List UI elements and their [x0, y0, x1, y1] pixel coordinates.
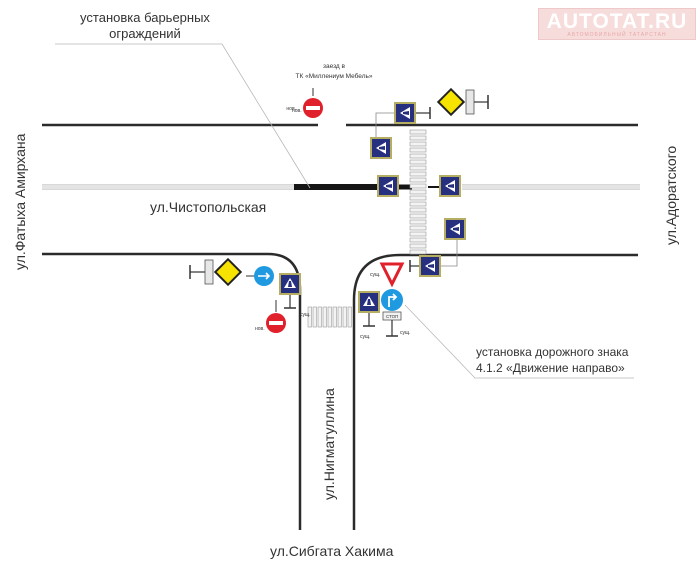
pedestrian-crossing-signs — [279, 102, 466, 327]
crosswalk-vertical — [409, 129, 427, 255]
crosswalk-stripe — [307, 306, 312, 328]
ped-sign-se — [358, 291, 380, 313]
no-entry-sign-west — [266, 300, 286, 333]
svg-text:СТОП: СТОП — [386, 314, 398, 319]
south-east-corner — [352, 253, 638, 530]
crosswalk-stripe — [347, 306, 352, 328]
crosswalk-stripe — [409, 129, 427, 135]
road-edges — [42, 123, 640, 530]
logo-subtitle: автомобильный татарстан — [567, 32, 667, 38]
crosswalk-stripe — [409, 189, 427, 195]
mandatory-direction-sign-west — [246, 266, 274, 286]
ped-sign-ne-1 — [394, 102, 416, 124]
crosswalk-stripe — [409, 177, 427, 183]
crosswalk-stripe — [409, 135, 427, 141]
autotat-logo: AUTOTAT.RU автомобильный татарстан — [538, 8, 696, 40]
crosswalk-stripe — [409, 183, 427, 189]
barrier-leader — [55, 43, 311, 189]
crosswalk-stripe — [409, 201, 427, 207]
crosswalk-stripe — [409, 141, 427, 147]
south-west-corner — [42, 252, 302, 530]
crosswalk-stripe — [342, 306, 347, 328]
sign-annotation-line1: установка дорожного знака — [476, 345, 629, 359]
street-label-nigmatullina: ул.Нигматуллина — [321, 388, 337, 500]
crosswalk-stripe — [409, 153, 427, 159]
ped-sign-east-2 — [419, 255, 441, 277]
crosswalk-stripe — [337, 306, 342, 328]
svg-text:сущ.: сущ. — [360, 334, 371, 340]
crosswalk-stripe — [312, 306, 317, 328]
svg-text:сущ.: сущ. — [300, 312, 311, 318]
logo-text: AUTOTAT.RU — [546, 10, 688, 33]
leader-lines — [55, 43, 634, 379]
svg-text:сущ.: сущ. — [400, 330, 411, 336]
entrance-annotation-line1: заезд в — [323, 63, 346, 70]
street-label-sibgata-hakima: ул.Сибгата Хакима — [270, 543, 394, 559]
crosswalk-stripe — [409, 237, 427, 243]
crosswalk-stripe — [409, 243, 427, 249]
turn-right-sign-se — [381, 289, 403, 337]
crosswalk-stripe — [409, 165, 427, 171]
crosswalk-horizontal — [307, 306, 352, 328]
street-label-adoratskogo: ул.Адоратского — [663, 146, 679, 245]
crosswalk-stripe — [409, 159, 427, 165]
ped-sign-ne-2 — [370, 137, 392, 159]
crosswalk-stripe — [409, 219, 427, 225]
ped-sign-east-1 — [444, 218, 466, 240]
barrier-annotation-line2: ограждений — [109, 26, 181, 41]
crosswalk-stripe — [332, 306, 337, 328]
entrance-annotation-line2: ТК «Миллениум Мебель» — [296, 72, 373, 80]
no-entry-sign-north: нов. — [286, 88, 323, 118]
crosswalk-stripe — [409, 249, 427, 255]
svg-text:нов.: нов. — [255, 326, 265, 332]
svg-text:нов.: нов. — [292, 108, 302, 114]
crosswalk-stripe — [409, 171, 427, 177]
yield-sign-se — [379, 262, 405, 288]
ped-sign-median-left — [377, 175, 399, 197]
crosswalk-stripe — [317, 306, 322, 328]
sign-leader — [404, 304, 634, 379]
priority-road-sign-ne — [436, 87, 489, 117]
ped-sign-median-right — [439, 175, 461, 197]
svg-text:нов.: нов. — [286, 106, 296, 112]
sign-captions: нов. сущ. сущ. сущ. сущ. нов. СТОП — [255, 108, 411, 340]
crosswalk-stripe — [409, 231, 427, 237]
crosswalk-stripe — [409, 225, 427, 231]
crosswalk-stripe — [327, 306, 332, 328]
barrier-annotation-line1: установка барьерных — [80, 10, 210, 25]
crosswalk-stripe — [409, 207, 427, 213]
street-label-chistopolskaya: ул.Чистопольская — [150, 199, 266, 215]
street-label-fatykha-amirkhana: ул.Фатыха Амирхана — [12, 133, 28, 270]
svg-text:сущ.: сущ. — [370, 272, 381, 278]
crosswalk-stripe — [409, 147, 427, 153]
crosswalk-stripe — [409, 195, 427, 201]
priority-road-sign-west — [189, 257, 243, 287]
crosswalk-stripe — [322, 306, 327, 328]
ped-sign-sw — [279, 273, 301, 295]
sign-annotation-line2: 4.1.2 «Движение направо» — [476, 361, 625, 375]
crosswalk-stripe — [409, 213, 427, 219]
